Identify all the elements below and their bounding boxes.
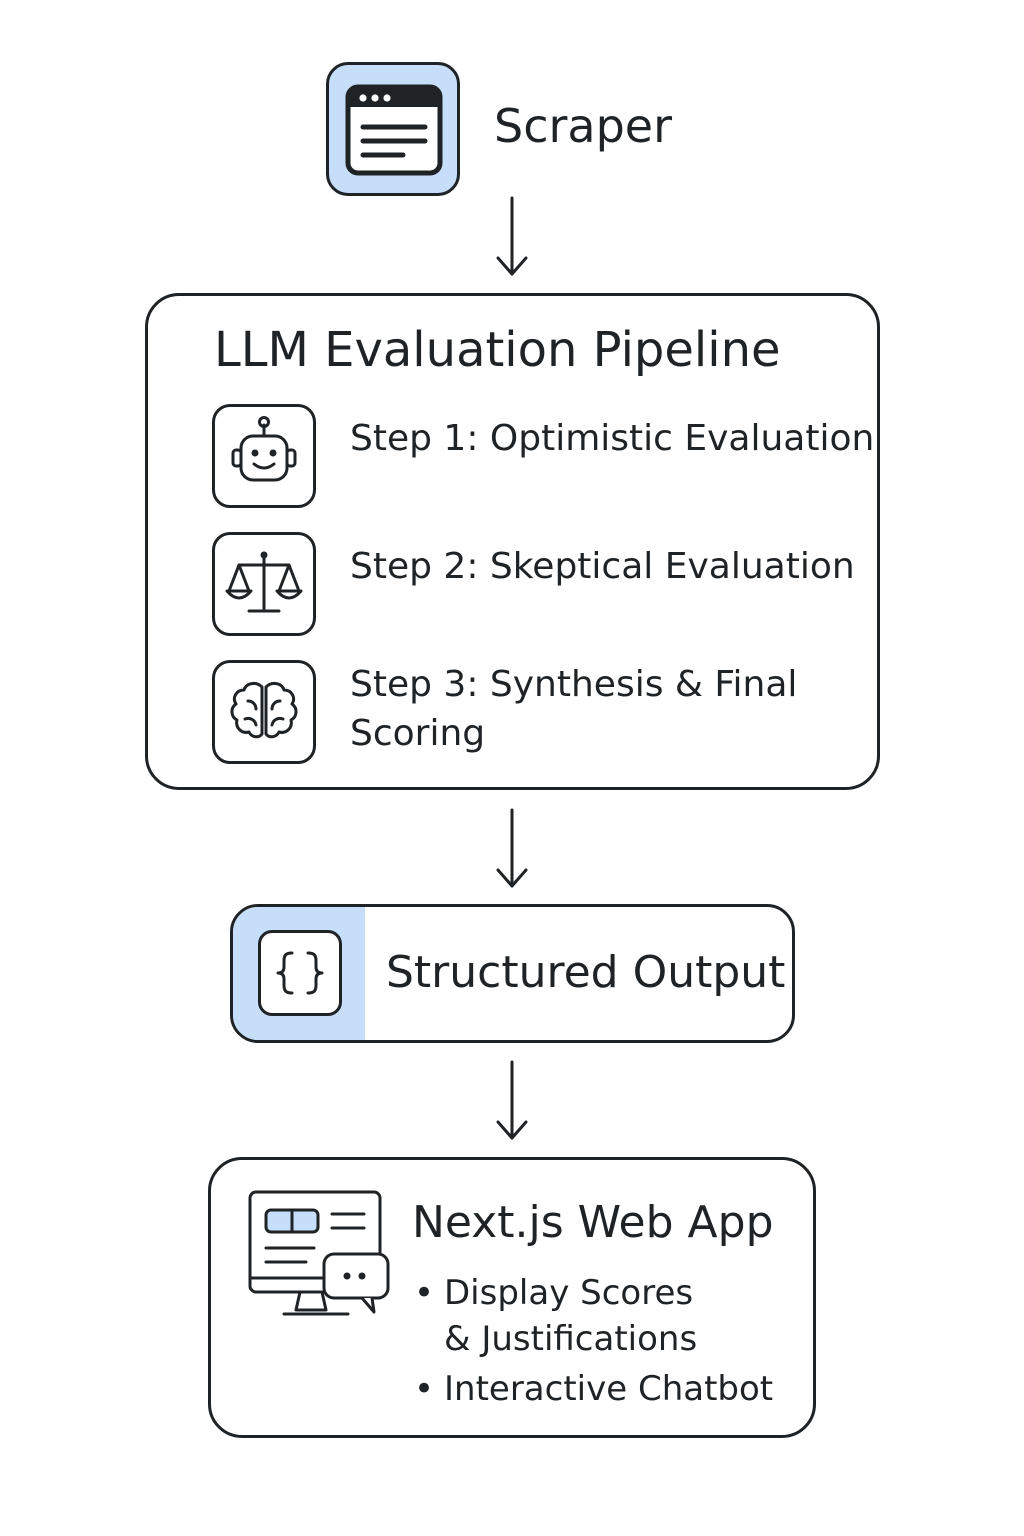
arrow-down-icon [496, 808, 528, 888]
curly-braces-icon [276, 951, 324, 995]
structured-output-title: Structured Output [386, 947, 786, 998]
monitor-chat-icon [248, 1190, 390, 1316]
browser-window-icon [345, 84, 443, 176]
step-2-icon-box [212, 532, 316, 636]
pipeline-title: LLM Evaluation Pipeline [214, 322, 781, 378]
output-icon-box [258, 930, 342, 1016]
step-3-label-line-1: Step 3: Synthesis & Final [350, 664, 798, 705]
bullet-1-line-2: & Justifications [444, 1319, 698, 1359]
arrow-down-icon [496, 1060, 528, 1140]
bullet-icon: • [414, 1369, 435, 1409]
bullet-1-line-1: Display Scores [444, 1273, 694, 1313]
structured-output-box [230, 904, 795, 1043]
bullet-icon: • [414, 1273, 435, 1313]
step-3-label-line-2: Scoring [350, 713, 486, 754]
step-1-icon-box [212, 404, 316, 508]
step-1-label: Step 1: Optimistic Evaluation [350, 418, 875, 459]
bullet-2-line-1: Interactive Chatbot [444, 1369, 774, 1409]
scales-icon [225, 551, 303, 613]
step-3-icon-box [212, 660, 316, 764]
scraper-icon-box [326, 62, 460, 196]
scraper-title: Scraper [494, 99, 673, 153]
brain-icon [230, 681, 298, 739]
robot-icon [231, 416, 297, 482]
webapp-box [208, 1157, 816, 1438]
step-2-label: Step 2: Skeptical Evaluation [350, 546, 855, 587]
webapp-title: Next.js Web App [412, 1197, 774, 1248]
arrow-down-icon [496, 196, 528, 276]
